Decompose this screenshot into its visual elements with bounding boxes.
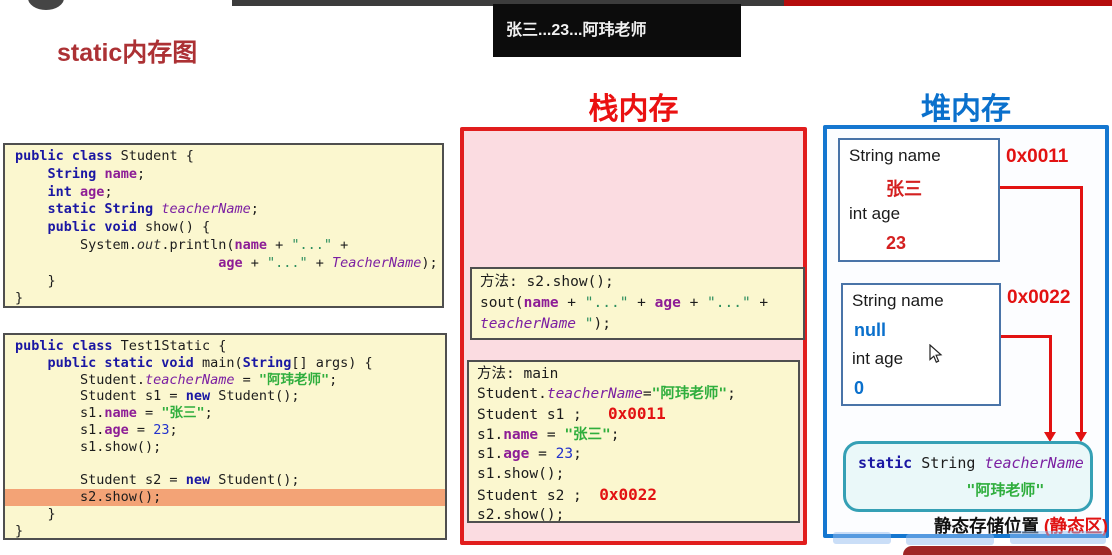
code-line bbox=[5, 456, 445, 473]
address-label-s2: 0x0022 bbox=[1007, 287, 1071, 308]
code-line: static String teacherName; bbox=[47, 201, 259, 218]
heap-memory-title: 堆内存 bbox=[921, 93, 1011, 126]
code-line: "阿玮老师" bbox=[966, 481, 1045, 499]
address-label-s1: 0x0011 bbox=[1006, 146, 1069, 167]
field-label-name: String name bbox=[852, 291, 944, 310]
connector-line-s1-horizontal bbox=[1000, 186, 1083, 189]
code-line: } bbox=[15, 505, 56, 522]
console-output-text: 张三...23...阿玮老师 bbox=[506, 22, 647, 39]
code-block-test1static: public class Test1Static { public static… bbox=[3, 333, 447, 540]
connector-line-s1-vertical bbox=[1080, 186, 1083, 433]
page-title: static内存图 bbox=[57, 39, 198, 67]
code-line: public class Student { bbox=[15, 148, 194, 164]
watermark-fragment bbox=[906, 534, 994, 545]
watermark-fragment bbox=[833, 532, 891, 544]
arrow-down-icon bbox=[1075, 432, 1087, 442]
heap-object-s2: String name null int age 0 bbox=[841, 283, 1001, 406]
field-label-age: int age bbox=[852, 349, 904, 368]
code-line: public static void main(String[] args) { bbox=[47, 354, 373, 371]
field-value-age: 23 bbox=[886, 233, 907, 253]
code-line: 方法: main bbox=[477, 366, 559, 382]
console-output-box: 张三...23...阿玮老师 bbox=[493, 4, 741, 57]
code-line: Student s2 = new Student(); bbox=[15, 472, 300, 489]
code-line: } bbox=[15, 290, 24, 307]
code-line: } bbox=[15, 522, 24, 539]
arrow-down-icon bbox=[1044, 432, 1056, 442]
code-line: Student s2 ; 0x0022 bbox=[477, 484, 658, 504]
code-line: age + "..." + TeacherName); bbox=[218, 254, 438, 271]
code-line: public class Test1Static { bbox=[15, 338, 227, 354]
mouse-cursor-icon bbox=[929, 343, 943, 369]
stack-frame-s2-show: 方法: s2.show(); sout(name + "..." + age + … bbox=[470, 267, 805, 340]
code-line: s1.show(); bbox=[477, 465, 565, 482]
code-line: } bbox=[15, 272, 56, 289]
code-block-student: public class Student { String name; int … bbox=[3, 143, 444, 308]
code-line: 方法: s2.show(); bbox=[480, 274, 614, 290]
code-line: public void show() { bbox=[47, 219, 211, 236]
field-value-age: 0 bbox=[854, 378, 865, 398]
code-line: s1.show(); bbox=[15, 438, 162, 455]
watermark-fragment bbox=[1010, 531, 1106, 544]
connector-line-s2-horizontal bbox=[1001, 335, 1052, 338]
top-bar-dark bbox=[232, 0, 784, 6]
field-label-name: String name bbox=[849, 146, 941, 165]
static-area-box: static String teacherName "阿玮老师" bbox=[843, 441, 1093, 512]
code-line: System.out.println(name + "..." + bbox=[15, 236, 349, 253]
code-line: Student.teacherName="阿玮老师"; bbox=[477, 385, 736, 402]
field-value-name: null bbox=[854, 320, 886, 340]
code-line: s1.name = "张三"; bbox=[477, 426, 620, 443]
bottom-banner bbox=[903, 546, 1112, 555]
code-line: static String teacherName bbox=[858, 454, 1084, 472]
code-line: s2.show(); bbox=[477, 507, 565, 523]
heap-object-s1: String name 张三 int age 23 bbox=[838, 138, 1000, 262]
stack-memory-title: 栈内存 bbox=[588, 93, 679, 126]
partial-logo bbox=[28, 0, 64, 10]
top-bar-red bbox=[784, 0, 1112, 6]
field-value-name: 张三 bbox=[886, 179, 922, 199]
code-line: String name; bbox=[47, 165, 146, 182]
code-line: Student.teacherName = "阿玮老师"; bbox=[15, 371, 338, 388]
code-line: Student s1 = new Student(); bbox=[15, 388, 300, 405]
code-line: s1.age = 23; bbox=[477, 446, 582, 463]
code-line: sout(name + "..." + age + "..." + bbox=[480, 295, 769, 311]
code-line: s2.show(); bbox=[5, 489, 445, 506]
code-line: Student s1 ; 0x0011 bbox=[477, 404, 666, 424]
code-line: teacherName "); bbox=[480, 316, 611, 332]
code-line: s1.name = "张三"; bbox=[15, 405, 213, 422]
connector-line-s2-vertical bbox=[1049, 335, 1052, 433]
code-line: s1.age = 23; bbox=[15, 421, 178, 438]
code-line: int age; bbox=[47, 183, 113, 200]
field-label-age: int age bbox=[849, 204, 901, 223]
